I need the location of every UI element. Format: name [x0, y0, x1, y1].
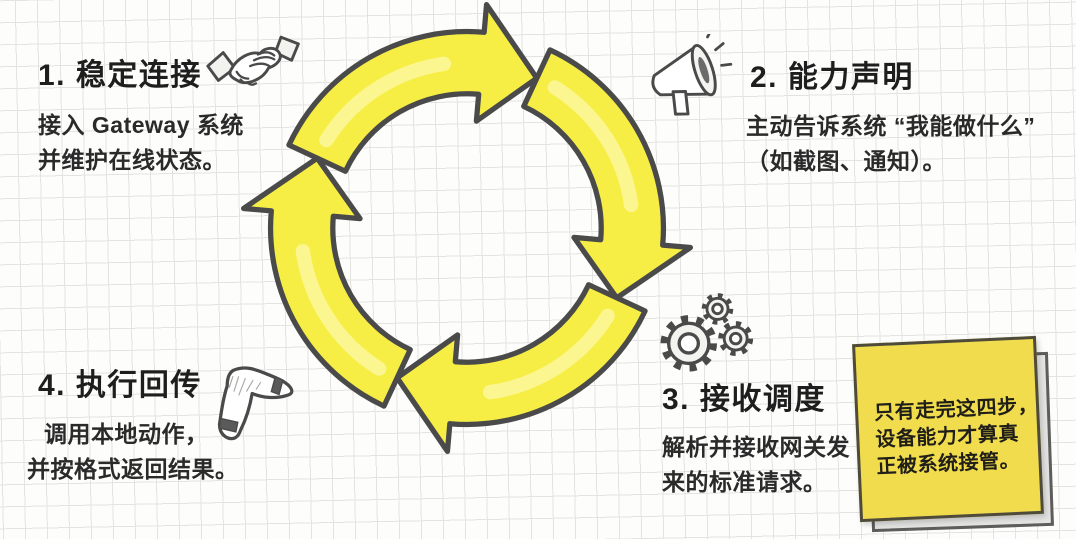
- step-2-body-line-2: （如截图、通知）。: [746, 148, 946, 174]
- step-4-body-line-1: 调用本地动作，: [44, 421, 209, 447]
- cycle-arrow-top-left: [289, 5, 537, 172]
- step-3-body-line-1: 解析并接收网关发: [662, 434, 850, 460]
- step-1: 1. 稳定连接 接入 Gateway 系统 并维护在线状态。: [38, 50, 244, 178]
- step-2: 2. 能力声明 主动告诉系统 “我能做什么” （如截图、通知）。: [746, 52, 1035, 179]
- step-4: 4. 执行回传 调用本地动作， 并按格式返回结果。: [27, 360, 239, 487]
- step-1-body-line-1: 接入 Gateway 系统: [38, 112, 244, 138]
- step-2-title: 2. 能力声明: [750, 61, 914, 94]
- step-4-title: 4. 执行回传: [38, 369, 202, 402]
- megaphone-icon: [651, 34, 733, 116]
- boomerang-icon: [217, 366, 294, 441]
- step-3-body-line-2: 来的标准请求。: [662, 469, 827, 495]
- sticky-note: 只有走完这四步， 设备能力才算真 正被系统接管。: [852, 335, 1044, 523]
- step-4-body-line-2: 并按格式返回结果。: [27, 456, 239, 482]
- gears-icon: [660, 293, 754, 372]
- sticky-note-line-3: 正被系统接管。: [876, 449, 1021, 479]
- step-1-body-line-2: 并维护在线状态。: [38, 147, 226, 173]
- step-1-title: 1. 稳定连接: [38, 59, 202, 92]
- step-3-title: 3. 接收调度: [662, 383, 826, 416]
- step-2-body-line-1: 主动告诉系统 “我能做什么”: [746, 113, 1036, 139]
- step-3: 3. 接收调度 解析并接收网关发 来的标准请求。: [662, 374, 850, 500]
- handshake-icon: [206, 35, 300, 86]
- cycle-arrow-bottom-right: [397, 285, 645, 452]
